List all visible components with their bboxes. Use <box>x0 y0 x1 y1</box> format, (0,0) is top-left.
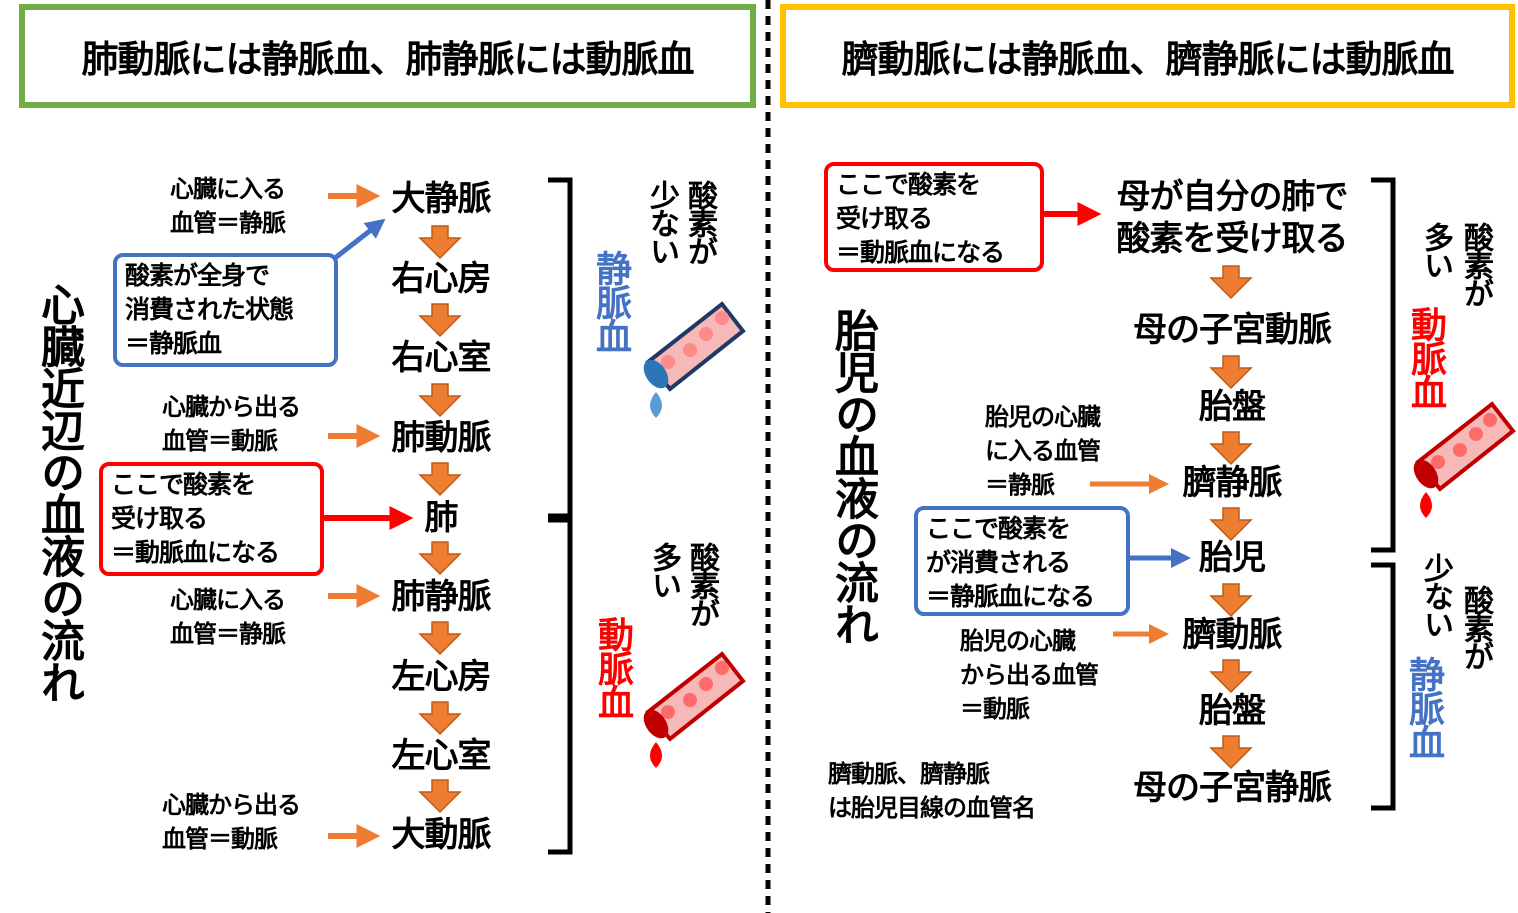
right-node-fetus: 胎児 <box>1199 538 1266 578</box>
left-node-left-atrium: 左心房 <box>391 657 492 697</box>
vein-vessel-icon <box>643 301 746 418</box>
right-side-title: 胎児の血液の流れ <box>827 308 878 644</box>
left-label-exit-2: 心臓から出る 血管＝動脈 <box>162 791 301 853</box>
right-arterial-blood-label: 動脈血 <box>1405 306 1446 408</box>
left-title: 肺動脈には静脈血、肺静脈には動脈血 <box>19 4 756 108</box>
right-lower-oxygen-1: 酸素が <box>1458 585 1493 669</box>
left-lower-oxygen-2: 多い <box>646 542 681 598</box>
left-blue-note: 酸素が全身で 消費された状態 ＝静脈血 <box>113 253 338 367</box>
right-node-mother-lung: 母が自分の肺で 酸素を受け取る <box>1116 177 1349 259</box>
right-lower-bracket <box>1371 562 1396 811</box>
right-lower-oxygen-2: 少ない <box>1418 553 1453 637</box>
right-flow-arrows <box>1209 265 1253 770</box>
left-blue-arrow <box>333 218 386 260</box>
left-lower-oxygen-1: 酸素が <box>684 542 719 626</box>
left-node-right-atrium: 右心房 <box>391 259 492 299</box>
right-node-uterine-artery: 母の子宮動脈 <box>1133 310 1332 350</box>
right-node-placenta-1: 胎盤 <box>1199 387 1266 427</box>
left-node-pulmonary-artery: 肺動脈 <box>391 418 492 458</box>
left-node-vena-cava: 大静脈 <box>391 179 492 219</box>
right-node-placenta-2: 胎盤 <box>1199 691 1266 731</box>
right-upper-oxygen-2: 多い <box>1418 222 1453 278</box>
right-node-umbilical-vein: 臍静脈 <box>1182 463 1283 503</box>
right-red-note: ここで酸素を 受け取る ＝動脈血になる <box>824 162 1044 272</box>
right-footnote: 臍動脈、臍静脈 は胎児目線の血管名 <box>828 760 1036 822</box>
left-red-note: ここで酸素を 受け取る ＝動脈血になる <box>99 462 324 576</box>
right-upper-oxygen-1: 酸素が <box>1458 222 1493 306</box>
left-flow-arrows <box>418 225 462 814</box>
left-node-lung: 肺 <box>424 498 459 538</box>
left-upper-bracket <box>548 177 573 519</box>
left-node-aorta: 大動脈 <box>391 815 492 855</box>
left-venous-blood-label: 静脈血 <box>590 250 631 352</box>
right-title: 臍動脈には静脈血、臍静脈には動脈血 <box>780 4 1515 108</box>
left-label-enter-1: 心臓に入る 血管＝静脈 <box>170 175 286 237</box>
left-node-left-ventricle: 左心室 <box>391 736 492 776</box>
right-blue-note: ここで酸素を が消費される ＝静脈血になる <box>914 506 1130 616</box>
left-node-pulmonary-vein: 肺静脈 <box>391 577 492 617</box>
left-lower-bracket <box>548 517 573 855</box>
right-label-vein: 胎児の心臓 に入る血管 ＝静脈 <box>985 403 1101 499</box>
left-node-right-ventricle: 右心室 <box>391 338 492 378</box>
left-upper-oxygen-1: 酸素が <box>682 180 717 264</box>
left-side-title: 心臓近辺の血液の流れ <box>33 282 84 702</box>
right-artery-vessel-icon <box>1413 401 1516 518</box>
left-label-enter-2: 心臓に入る 血管＝静脈 <box>170 586 286 648</box>
right-node-umbilical-artery: 臍動脈 <box>1182 615 1283 655</box>
right-label-artery: 胎児の心臓 から出る血管 ＝動脈 <box>960 627 1099 723</box>
left-upper-oxygen-2: 少ない <box>644 180 679 264</box>
left-label-exit-1: 心臓から出る 血管＝動脈 <box>162 393 301 455</box>
right-node-uterine-vein: 母の子宮静脈 <box>1133 768 1332 808</box>
artery-vessel-icon <box>643 651 746 768</box>
right-venous-blood-label: 静脈血 <box>1403 656 1444 758</box>
left-arterial-blood-label: 動脈血 <box>592 616 633 718</box>
right-upper-bracket <box>1371 177 1396 553</box>
